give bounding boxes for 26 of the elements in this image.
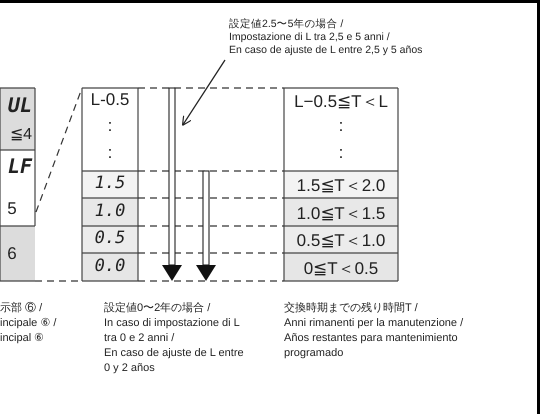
display-segment-text: 0.0	[94, 256, 126, 276]
ellipsis-dots: :	[338, 116, 344, 136]
display-segment-text: 1.0	[94, 201, 126, 221]
caption-text: 設定値0〜2年の場合 / In caso di impostazione di L tra 0 e 2 anni / En caso de ajuste de L entre 0 y 2 años	[104, 301, 245, 376]
display-segment-text: UL	[6, 93, 32, 117]
caption-text: 示部 ⑥ / incipale ⑥ / incipal ⑥	[0, 301, 58, 346]
cell-value: L−0.5≦T＜L	[293, 91, 389, 113]
leader-line	[182, 60, 226, 126]
display-segment-text: 1.5	[94, 173, 126, 193]
cell-value: 1.5≦T＜2.0	[296, 175, 386, 197]
annotation-text: 設定値2.5〜5年の場合 / Impostazione di L tra 2,5 e 5 anni / En caso de ajuste de L entre 2,5 y 5 años	[229, 18, 529, 57]
cell-value: 1.0≦T＜1.5	[296, 203, 386, 225]
ellipsis-dots: :	[106, 116, 114, 136]
cell-value: ≦4	[9, 125, 32, 144]
display-segment-text: LF	[6, 154, 32, 178]
range-arrow	[162, 87, 182, 281]
cell-value: 5	[6, 199, 18, 219]
display-segment-text: 0.5	[94, 228, 126, 248]
ellipsis-dots: :	[106, 143, 114, 163]
cell-value: L-0.5	[90, 90, 130, 110]
cell-value: 0≦T＜0.5	[302, 258, 380, 280]
range-arrow	[196, 170, 216, 281]
caption-text: 交換時期までの残り時間T / Anni rimanenti per la manutenzione / Años restantes para mantenimiento programado	[284, 301, 464, 361]
cell-value: 6	[6, 244, 18, 264]
cell-value: 0.5≦T＜1.0	[296, 230, 386, 252]
ellipsis-dots: :	[338, 143, 344, 163]
